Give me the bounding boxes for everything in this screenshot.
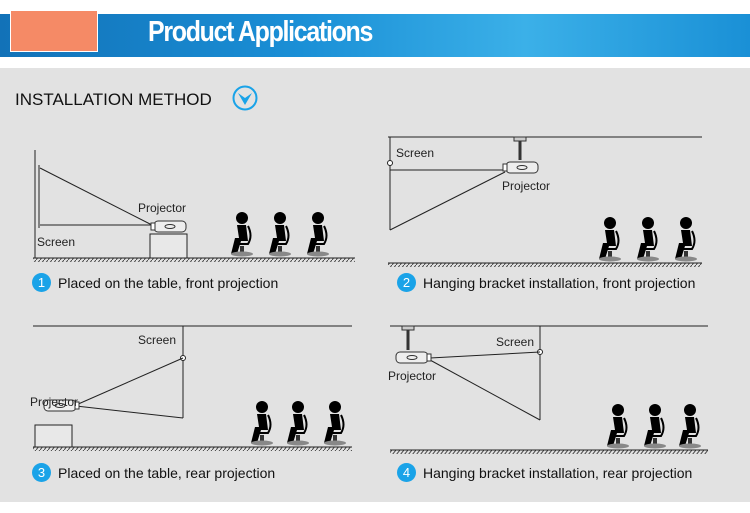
screen-label-1: Screen bbox=[37, 235, 76, 249]
diagram-3 bbox=[33, 325, 352, 451]
screen-label-4: Screen bbox=[496, 335, 535, 349]
caption-text: Hanging bracket installation, front proj… bbox=[423, 274, 696, 291]
step-badge: 1 bbox=[32, 273, 51, 292]
projector-label-3: Projector bbox=[30, 395, 79, 409]
projector-label-2: Projector bbox=[502, 179, 551, 193]
caption-2: 2 Hanging bracket installation, front pro… bbox=[397, 273, 695, 292]
screen-label-3: Screen bbox=[138, 333, 177, 347]
step-badge: 3 bbox=[32, 463, 51, 482]
diagram-2 bbox=[387, 136, 702, 267]
page-title: Product Applications bbox=[148, 16, 373, 48]
diagram-1 bbox=[33, 150, 355, 262]
caption-text: Placed on the table, rear projection bbox=[58, 464, 276, 481]
diagram-4 bbox=[390, 325, 708, 454]
caption-1: 1 Placed on the table, front projection bbox=[32, 273, 278, 292]
screen-label-2: Screen bbox=[396, 146, 435, 160]
projector-label-4: Projector bbox=[388, 369, 437, 383]
section-title: INSTALLATION METHOD bbox=[15, 90, 212, 109]
caption-text: Placed on the table, front projection bbox=[58, 274, 279, 291]
caption-text: Hanging bracket installation, rear proje… bbox=[423, 464, 693, 481]
header-banner bbox=[0, 14, 750, 57]
step-badge: 4 bbox=[397, 463, 416, 482]
caption-3: 3 Placed on the table, rear projection bbox=[32, 463, 275, 482]
projector-label-1: Projector bbox=[138, 201, 187, 215]
logo-placeholder bbox=[10, 10, 98, 52]
chevron-down-circle-icon[interactable] bbox=[232, 85, 258, 111]
caption-4: 4 Hanging bracket installation, rear proj… bbox=[397, 463, 692, 482]
content-area bbox=[0, 68, 750, 502]
step-badge: 2 bbox=[397, 273, 416, 292]
